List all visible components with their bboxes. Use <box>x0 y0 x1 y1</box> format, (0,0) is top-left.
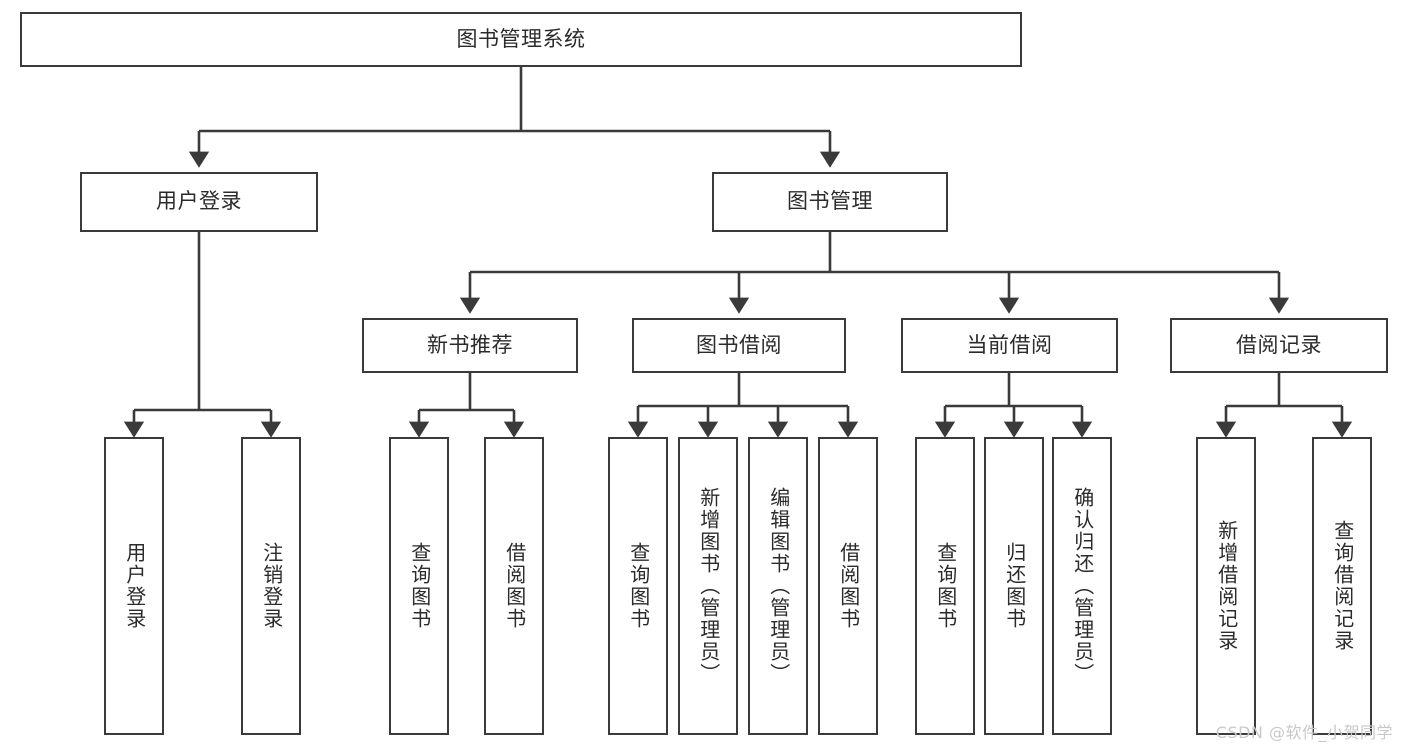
node-new-book-recommend[interactable]: 新书推荐 <box>362 318 578 373</box>
leaf-book-borrow-borrow-book[interactable]: 借阅图书 <box>818 437 878 735</box>
node-book-management[interactable]: 图书管理 <box>712 172 948 232</box>
node-label: 查询图书 <box>407 542 432 630</box>
node-label: 图书借阅 <box>696 332 782 357</box>
node-label: 图书管理系统 <box>456 26 586 51</box>
leaf-book-borrow-edit-book-admin[interactable]: 编辑图书（管理员） <box>748 437 808 735</box>
node-label: 查询图书 <box>626 542 651 630</box>
node-label: 借阅图书 <box>836 542 861 630</box>
node-label: 查询借阅记录 <box>1330 520 1355 652</box>
node-root-book-management-system[interactable]: 图书管理系统 <box>20 12 1022 67</box>
node-label: 编辑图书（管理员） <box>766 487 791 685</box>
node-label: 用户登录 <box>122 542 147 630</box>
node-current-borrow[interactable]: 当前借阅 <box>901 318 1118 373</box>
node-label: 查询图书 <box>933 542 958 630</box>
node-label: 新书推荐 <box>427 332 513 357</box>
node-label: 确认归还（管理员） <box>1070 487 1095 685</box>
csdn-watermark: CSDN @软件_小贺同学 <box>1215 723 1393 742</box>
leaf-borrow-record-add-record[interactable]: 新增借阅记录 <box>1196 437 1256 735</box>
node-label: 用户登录 <box>156 189 242 214</box>
leaf-user-login-login[interactable]: 用户登录 <box>104 437 164 735</box>
leaf-borrow-record-query-record[interactable]: 查询借阅记录 <box>1312 437 1372 735</box>
leaf-current-borrow-confirm-return-admin[interactable]: 确认归还（管理员） <box>1052 437 1112 735</box>
node-book-borrow[interactable]: 图书借阅 <box>632 318 846 373</box>
leaf-book-borrow-query-book[interactable]: 查询图书 <box>608 437 668 735</box>
node-label: 新增借阅记录 <box>1214 520 1239 652</box>
leaf-new-book-borrow-book[interactable]: 借阅图书 <box>484 437 544 735</box>
node-label: 借阅记录 <box>1236 332 1322 357</box>
leaf-current-borrow-query-book[interactable]: 查询图书 <box>915 437 975 735</box>
node-user-login[interactable]: 用户登录 <box>80 172 318 232</box>
node-borrow-record[interactable]: 借阅记录 <box>1170 318 1388 373</box>
node-label: 借阅图书 <box>502 542 527 630</box>
leaf-user-login-logout[interactable]: 注销登录 <box>241 437 301 735</box>
leaf-current-borrow-return-book[interactable]: 归还图书 <box>984 437 1044 735</box>
leaf-new-book-query-book[interactable]: 查询图书 <box>389 437 449 735</box>
node-label: 归还图书 <box>1002 542 1027 630</box>
node-label: 新增图书（管理员） <box>696 487 721 685</box>
node-label: 图书管理 <box>787 189 873 214</box>
node-label: 注销登录 <box>259 542 284 630</box>
leaf-book-borrow-add-book-admin[interactable]: 新增图书（管理员） <box>678 437 738 735</box>
node-label: 当前借阅 <box>966 332 1053 357</box>
